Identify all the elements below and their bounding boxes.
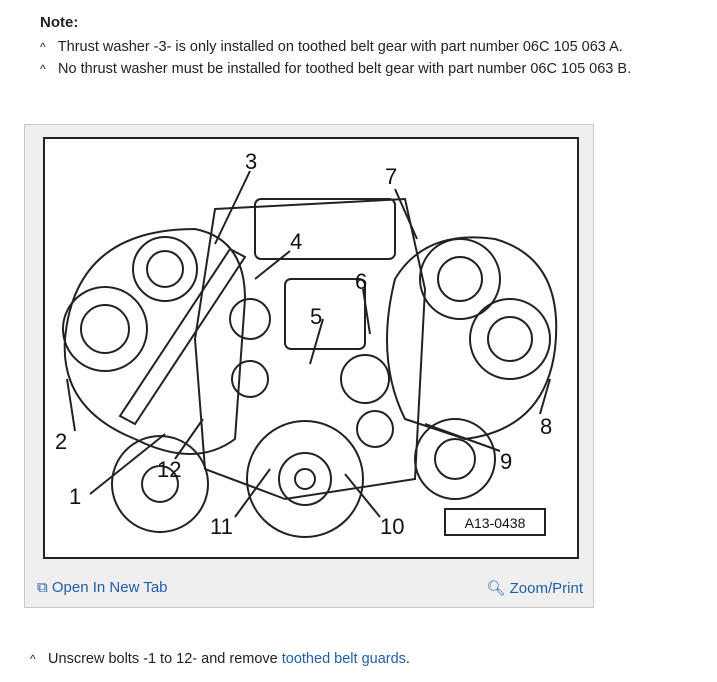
figure-footer: ⧉ Open In New Tab 🔍︎ Zoom/Print — [25, 569, 593, 599]
diagram-illustration: 3 4 5 6 7 2 8 9 1 11 10 12 A13-0438 — [55, 149, 558, 539]
note-text-1: Thrust washer -3- is only installed on t… — [57, 39, 623, 55]
bullet-caret: ^ — [30, 652, 36, 666]
note-line-1: ^ Thrust washer -3- is only installed on… — [40, 39, 623, 55]
callout-7: 7 — [385, 164, 397, 189]
right-belt-guard — [386, 236, 558, 441]
callout-11: 11 — [210, 514, 233, 539]
zoom-print-link[interactable]: 🔍︎ Zoom/Print — [486, 579, 583, 597]
alternator — [111, 435, 209, 533]
engine-block — [193, 197, 427, 501]
left-belt-guard — [63, 227, 247, 455]
new-tab-icon: ⧉ — [37, 579, 48, 596]
magnifier-icon: 🔍︎ — [486, 580, 506, 597]
note-text-2: No thrust washer must be installed for t… — [58, 61, 632, 77]
callout-9: 9 — [500, 449, 512, 474]
reference-box — [444, 508, 546, 536]
instruction-text: Unscrew bolts -1 to 12- and remove — [48, 651, 282, 667]
callout-8: 8 — [540, 414, 552, 439]
callout-6: 6 — [355, 269, 367, 294]
zoom-print-label: Zoom/Print — [509, 580, 583, 597]
callout-1: 1 — [69, 484, 81, 509]
callout-2: 2 — [55, 429, 67, 454]
figure-container: 3 4 5 6 7 2 8 9 1 11 10 12 A13-0438 ⧉ Op… — [24, 124, 594, 608]
reference-code: A13-0438 — [465, 515, 526, 531]
toothed-belt-guards-link[interactable]: toothed belt guards — [281, 651, 406, 667]
bullet-caret: ^ — [40, 40, 46, 54]
instruction-period: . — [405, 651, 410, 667]
callout-4: 4 — [290, 229, 302, 254]
locking-tool — [118, 247, 247, 426]
crankshaft-pulley — [246, 420, 364, 538]
bullet-caret: ^ — [40, 62, 46, 76]
open-tab-label: Open In New Tab — [51, 579, 168, 596]
instruction-line: ^ Unscrew bolts -1 to 12- and remove too… — [30, 651, 410, 667]
open-in-new-tab-link[interactable]: ⧉ Open In New Tab — [37, 579, 168, 596]
note-line-2: ^ No thrust washer must be installed for… — [40, 61, 631, 77]
ac-compressor — [414, 418, 496, 500]
engine-belt-diagram[interactable]: 3 4 5 6 7 2 8 9 1 11 10 12 A13-0438 — [43, 137, 579, 559]
callout-10: 10 — [380, 514, 404, 539]
callout-3: 3 — [245, 149, 257, 174]
callout-12: 12 — [157, 457, 181, 482]
note-title: Note: — [40, 14, 79, 31]
callout-5: 5 — [310, 304, 322, 329]
